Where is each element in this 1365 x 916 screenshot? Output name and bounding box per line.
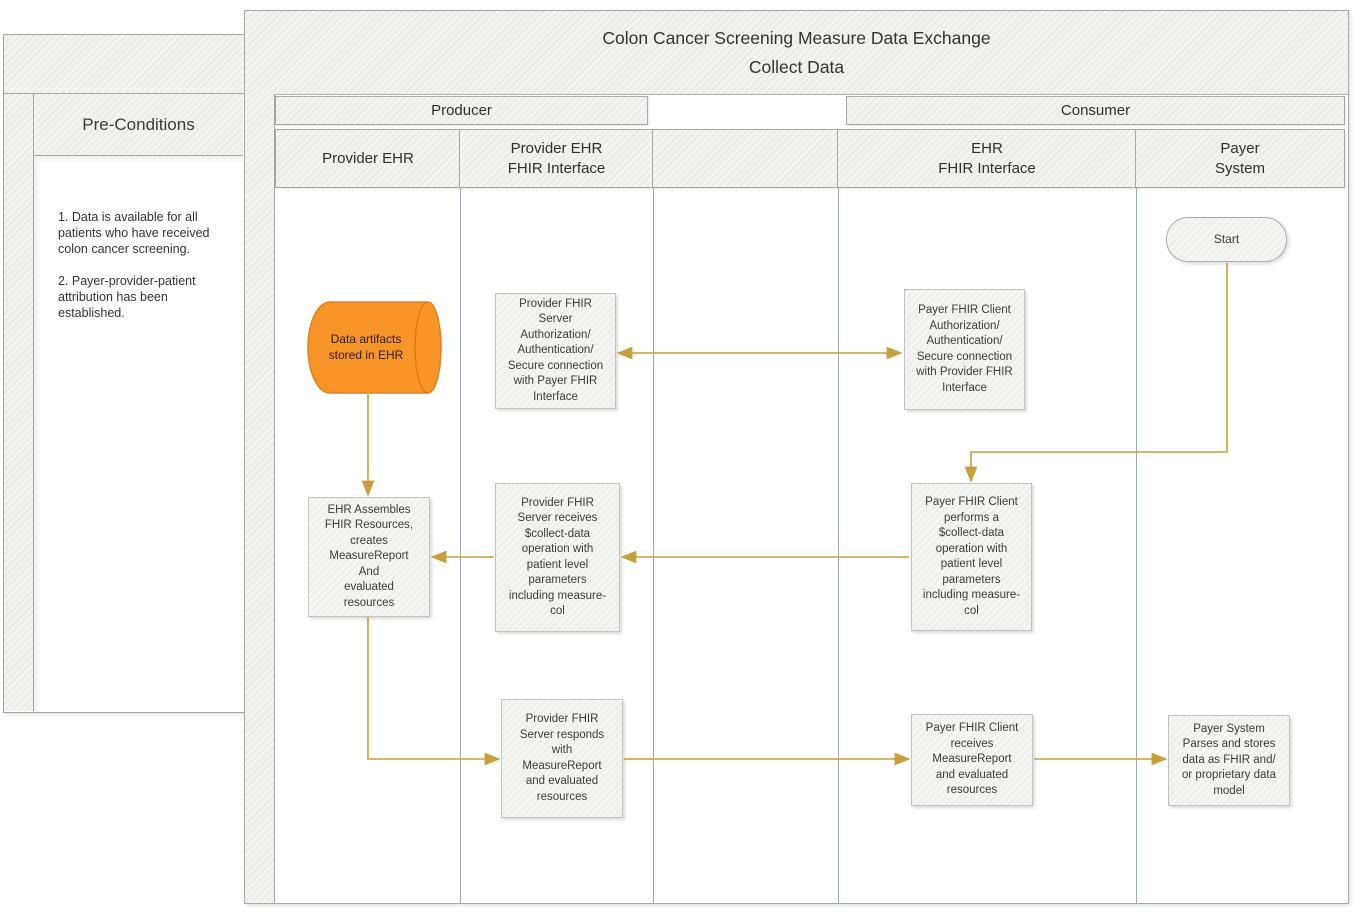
node-payer-performs-collect-data[interactable]: Payer FHIR Client performs a $collect-da…: [911, 483, 1032, 631]
node-payer-parses-stores[interactable]: Payer System Parses and stores data as F…: [1168, 715, 1290, 806]
preconditions-top-band: [4, 35, 245, 94]
preconditions-title: Pre-Conditions: [34, 94, 243, 156]
stored-data-shape[interactable]: [296, 296, 456, 400]
lane-divider: [460, 187, 461, 903]
preconditions-side-strip: [4, 94, 34, 711]
node-provider-responds[interactable]: Provider FHIR Server responds with Measu…: [501, 699, 623, 818]
lane-header-provider-ehr: Provider EHR: [275, 129, 461, 188]
frame-side-strip: [245, 94, 275, 903]
node-ehr-assembles[interactable]: EHR Assembles FHIR Resources, creates Me…: [308, 497, 430, 617]
node-provider-fhir-auth[interactable]: Provider FHIR Server Authorization/ Auth…: [495, 293, 616, 409]
node-payer-receives[interactable]: Payer FHIR Client receives MeasureReport…: [911, 714, 1033, 806]
stored-data-label: Data artifacts stored in EHR: [328, 332, 404, 362]
diagram-title: Colon Cancer Screening Measure Data Exch…: [245, 11, 1348, 95]
node-provider-receives-collect-data[interactable]: Provider FHIR Server receives $collect-d…: [495, 483, 620, 632]
preconditions-panel: Pre-Conditions 1. Data is available for …: [3, 34, 246, 713]
band-consumer: Consumer: [846, 96, 1345, 125]
lane-header-empty: [652, 129, 839, 188]
lane-header-provider-ehr-fhir-interface: Provider EHR FHIR Interface: [459, 129, 654, 188]
node-payer-fhir-auth[interactable]: Payer FHIR Client Authorization/ Authent…: [904, 289, 1025, 410]
lane-header-ehr-fhir-interface: EHR FHIR Interface: [837, 129, 1137, 188]
lane-divider: [838, 187, 839, 903]
preconditions-title-label: Pre-Conditions: [82, 114, 195, 134]
cylinder-cap-arc: [414, 301, 429, 394]
start-node[interactable]: Start: [1166, 217, 1287, 262]
lane-divider: [653, 187, 654, 903]
lane-header-payer-system: Payer System: [1135, 129, 1345, 188]
preconditions-body: 1. Data is available for all patients wh…: [34, 156, 243, 711]
lane-divider: [1136, 187, 1137, 903]
band-producer: Producer: [275, 96, 648, 125]
